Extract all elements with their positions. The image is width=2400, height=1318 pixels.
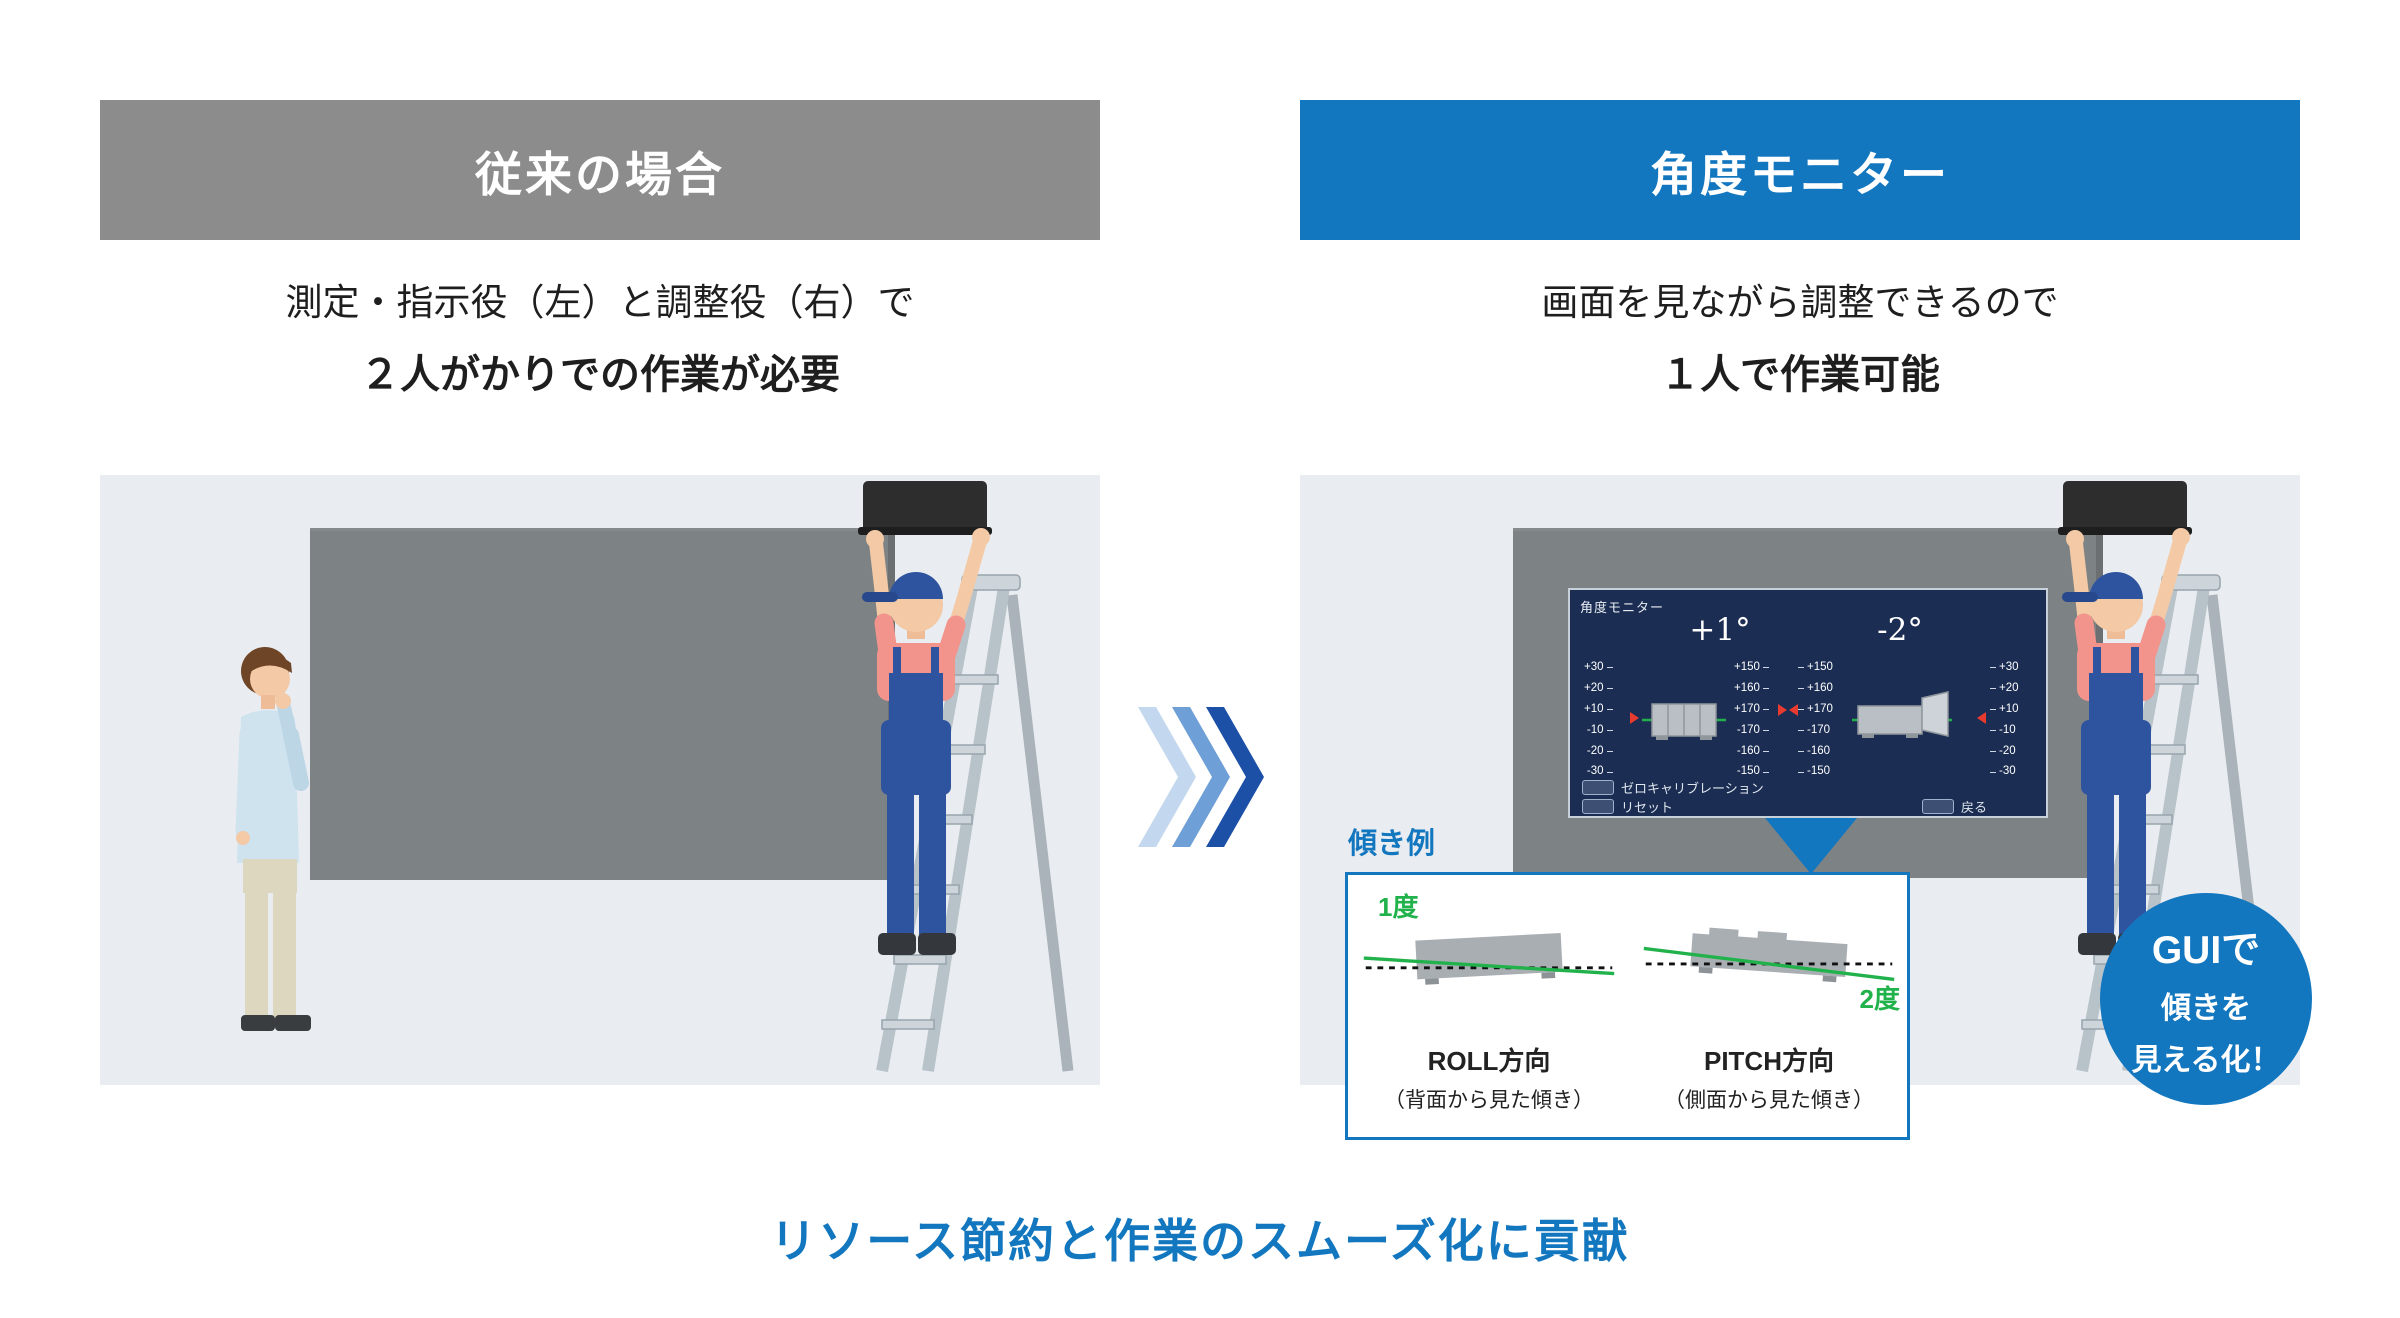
pitch-angle-label: 2度 (1859, 984, 1900, 1014)
observer-person-illustration (235, 647, 311, 1031)
projector-front-view (1642, 703, 1726, 740)
tilt-example-label: 傾き例 (1348, 828, 1436, 860)
projector-rear-tilted (1363, 932, 1615, 985)
pitch-view-note: （側面から見た傾き） (1664, 1089, 1874, 1112)
conventional-header-label: 従来の場合 (475, 147, 725, 201)
roll-angle-label: 1度 (1378, 892, 1419, 922)
roll-angle-reading: +1° (1689, 612, 1751, 648)
button-chip-icon (1922, 799, 1954, 814)
gui-menu-label: ゼロキャリブレーション (1621, 781, 1764, 796)
projector-side-tilted (1643, 927, 1895, 983)
conventional-caption: 測定・指示役（左）と調整役（右）で ２人がかりでの作業が必要 (100, 272, 1100, 400)
badge-line2: 傾きを (2161, 992, 2251, 1025)
angle-monitor-header: 角度モニター (1300, 100, 2300, 240)
roll-fine-scale: +150 +160 +170 -170 -160 -150 (1734, 661, 1769, 778)
tilt-example-box: 1度 ROLL方向 （背面から見た傾き） 2度 (1345, 872, 1910, 1140)
angle-monitor-caption: 画面を見ながら調整できるので １人で作業可能 (1300, 272, 2300, 400)
conventional-header: 従来の場合 (100, 100, 1100, 240)
badge-line3: 見える化！ (2131, 1044, 2281, 1077)
badge-line1: GUIで (2151, 929, 2261, 972)
gui-gauges: +30 +20 +10 -10 -20 -30 (1570, 661, 2046, 778)
worker (2062, 528, 2190, 955)
conventional-illustration (100, 475, 1100, 1085)
roll-view-note: （背面から見た傾き） (1384, 1089, 1594, 1112)
angle-monitor-caption-line2: １人で作業可能 (1660, 353, 1940, 397)
angle-monitor-caption-line1: 画面を見ながら調整できるので (1541, 282, 2059, 323)
gui-menu-label: リセット (1621, 800, 1674, 815)
roll-tilt-example: 1度 ROLL方向 （背面から見た傾き） (1358, 891, 1620, 1114)
roll-coarse-scale: +30 +20 +10 -10 -20 -30 (1584, 661, 1613, 778)
button-chip-icon (1582, 799, 1614, 814)
button-chip-icon (1582, 780, 1614, 795)
pitch-angle-reading: -2° (1877, 612, 1923, 648)
pitch-fine-marker-icon (1789, 704, 1798, 716)
triple-chevron-right-icon (1138, 707, 1264, 847)
callout-triangle-icon (1765, 818, 1857, 874)
pitch-fine-scale: +150 +160 +170 -170 -160 -150 (1798, 661, 1833, 778)
footer-message: リソース節約と作業のスムーズ化に貢献 (770, 1215, 1630, 1267)
angle-monitor-gui: 角度モニター +1° -2° +30 +20 +10 -10 -20 -30 (1568, 588, 2048, 818)
pitch-marker-icon (1977, 712, 1986, 724)
projector-box (2058, 481, 2192, 535)
blank-display (310, 528, 895, 880)
roll-fine-marker-icon (1778, 704, 1787, 716)
angle-monitor-header-label: 角度モニター (1650, 147, 1950, 201)
conventional-caption-line2: ２人がかりでの作業が必要 (360, 353, 840, 397)
pitch-coarse-scale: +30 +20 +10 -10 -20 -30 (1990, 661, 2019, 778)
gui-menu-back: 戻る (1922, 797, 1987, 816)
pitch-tilt-example: 2度 PITCH方向 （側面から見た傾き） (1638, 891, 1900, 1114)
roll-marker-icon (1630, 712, 1639, 724)
gui-title: 角度モニター (1580, 600, 1665, 615)
gui-visualization-badge: GUIで 傾きを 見える化！ (2100, 893, 2312, 1105)
gui-menu-label: 戻る (1961, 800, 1988, 815)
worker-on-ladder-illustration (858, 481, 1074, 1073)
roll-tilt-graphic: 1度 (1358, 891, 1620, 1031)
worker-on-ladder-illustration (2058, 481, 2274, 1073)
worker (862, 528, 990, 955)
conventional-caption-line1: 測定・指示役（左）と調整役（右）で (285, 282, 915, 323)
projector-side-view (1852, 691, 1952, 738)
gui-menu-zero-calibration: ゼロキャリブレーション (1582, 778, 1764, 797)
gui-menu-reset: リセット (1582, 797, 1673, 816)
pitch-direction-label: PITCH方向 (1703, 1046, 1834, 1076)
roll-direction-label: ROLL方向 (1427, 1046, 1551, 1076)
pitch-tilt-graphic: 2度 (1638, 891, 1900, 1031)
projector-box (858, 481, 992, 535)
